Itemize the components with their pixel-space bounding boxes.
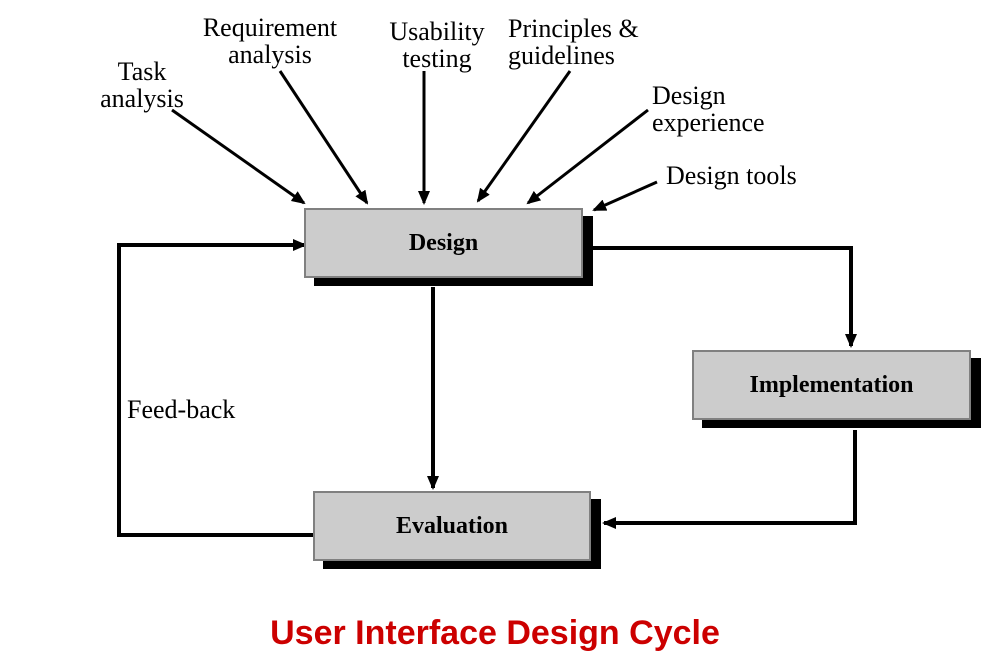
requirement-analysis-label: Requirement analysis [188,14,352,68]
requirement-analysis-line-1: Requirement [202,13,338,42]
usability-testing-line-1: Usability [389,17,485,46]
principles-guidelines-arrow [476,70,572,203]
usability-testing-line-2: testing [402,44,472,73]
design-tools-label: Design tools [666,161,797,190]
design-experience-arrow [526,108,649,205]
principles-guidelines-line-1: Principles & [508,14,639,43]
design-tools-arrow [592,180,658,212]
design-box: Design [304,208,583,278]
feedback-loop-arrow [117,239,314,537]
task-analysis-line-2: analysis [100,84,184,113]
evaluation-box: Evaluation [313,491,591,561]
principles-guidelines-line-2: guidelines [508,41,615,70]
feedback-label: Feed-back [127,395,236,424]
design-experience-label: Design experience [652,82,792,136]
task-analysis-label: Task analysis [92,58,192,112]
implementation-to-evaluation-arrow [602,430,857,529]
diagram-caption: User Interface Design Cycle [270,614,720,652]
usability-testing-label: Usability testing [378,18,496,72]
task-analysis-line-1: Task [117,57,167,86]
design-to-implementation-arrow [592,246,857,348]
requirement-analysis-arrow [278,70,369,205]
requirement-analysis-line-2: analysis [228,40,312,69]
principles-guidelines-label: Principles & guidelines [508,15,668,69]
implementation-box: Implementation [692,350,971,420]
design-experience-line-2: experience [652,108,765,137]
design-experience-line-1: Design [652,81,726,110]
task-analysis-arrow [171,108,306,205]
